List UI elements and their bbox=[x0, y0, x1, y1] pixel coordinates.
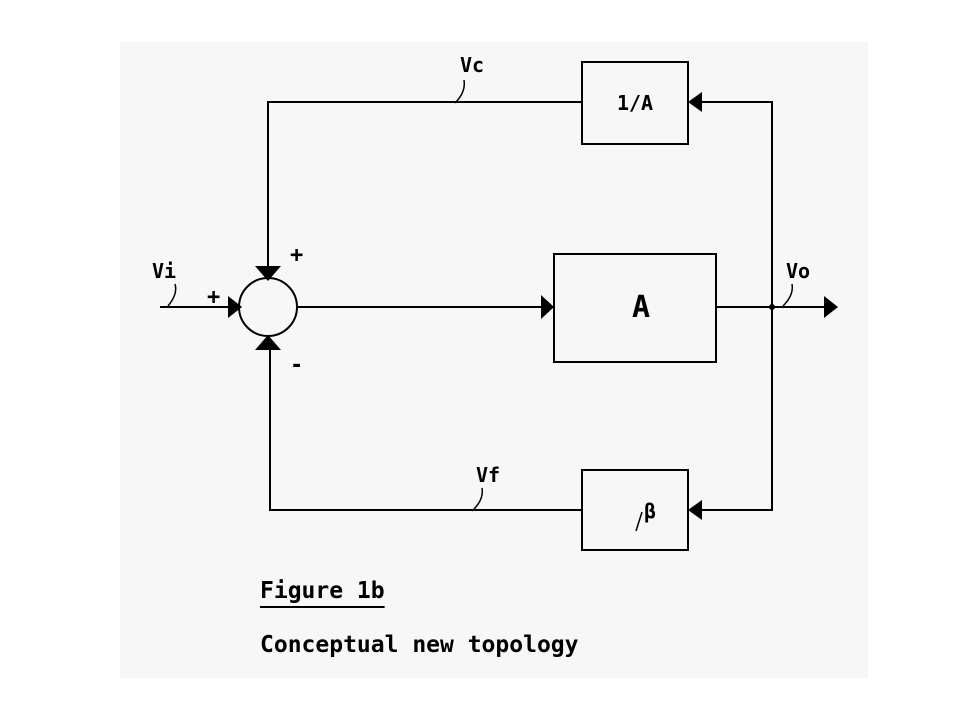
arrow-into-amplifier bbox=[541, 295, 554, 319]
paper-background bbox=[120, 42, 868, 678]
label-vf: Vf bbox=[476, 463, 500, 487]
amplifier-block bbox=[553, 253, 717, 363]
wire-feedback bbox=[269, 350, 582, 511]
arrow-output bbox=[824, 296, 838, 318]
arrow-bottom-to-junction bbox=[255, 335, 281, 350]
figure-title: Figure 1b bbox=[260, 578, 385, 604]
feedback-block bbox=[581, 469, 689, 551]
arrow-into-feedback bbox=[688, 500, 702, 520]
summing-junction bbox=[238, 277, 298, 337]
feedback-label: β bbox=[644, 499, 656, 523]
label-vi: Vi bbox=[152, 259, 176, 283]
inverse-gain-block bbox=[581, 61, 689, 145]
leader-vo bbox=[782, 283, 794, 307]
arrow-top-to-junction bbox=[255, 266, 281, 281]
arrow-input-to-junction bbox=[228, 296, 242, 318]
amplifier-label: A bbox=[632, 290, 650, 325]
leader-vc bbox=[454, 79, 466, 104]
sign-top: + bbox=[290, 243, 303, 268]
leader-vi bbox=[167, 283, 177, 307]
inverse-gain-label: 1/A bbox=[617, 91, 653, 115]
arrow-into-inverse-gain bbox=[688, 92, 702, 112]
wire-compensation bbox=[267, 101, 582, 268]
label-vo: Vo bbox=[786, 259, 810, 283]
junction-node bbox=[769, 304, 775, 310]
label-vc: Vc bbox=[460, 53, 484, 77]
figure-subtitle: Conceptual new topology bbox=[260, 632, 579, 658]
sign-bottom: - bbox=[290, 353, 303, 378]
wire-top-feed bbox=[694, 101, 773, 307]
sign-left: + bbox=[207, 285, 220, 310]
wire-bottom-feed bbox=[694, 307, 773, 511]
leader-beta bbox=[635, 511, 643, 532]
leader-vf bbox=[471, 487, 484, 512]
